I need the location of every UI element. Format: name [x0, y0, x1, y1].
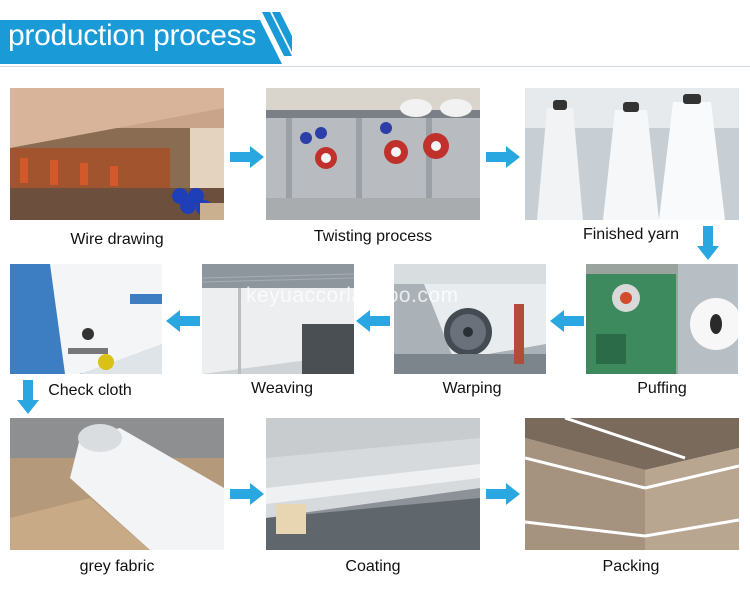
photo-finished-yarn [525, 88, 739, 220]
watermark: keyuaccorlasgoo.com [246, 284, 459, 307]
photo-warping [394, 264, 546, 374]
header-divider [0, 66, 750, 67]
arrow-down-icon [17, 380, 39, 414]
step-label-twisting-process: Twisting process [313, 228, 433, 245]
arrow-left-icon [356, 310, 390, 332]
arrow-right-icon [486, 146, 520, 168]
photo-packing [525, 418, 739, 550]
step-label-wire-drawing: Wire drawing [70, 231, 164, 248]
arrow-right-icon [486, 483, 520, 505]
photo-coating [266, 418, 480, 550]
step-label-puffing: Puffing [637, 380, 687, 397]
step-label-warping: Warping [442, 380, 502, 397]
photo-check-cloth [10, 264, 162, 374]
step-label-finished-yarn: Finished yarn [582, 226, 680, 243]
step-label-weaving: Weaving [251, 380, 313, 397]
arrow-left-icon [166, 310, 200, 332]
step-label-grey-fabric: grey fabric [79, 558, 155, 575]
arrow-down-icon [697, 226, 719, 260]
photo-weaving [202, 264, 354, 374]
step-label-check-cloth: Check cloth [48, 382, 132, 399]
photo-grey-fabric [10, 418, 224, 550]
page-title: production process [8, 19, 257, 52]
photo-wire-drawing [10, 88, 224, 220]
arrow-right-icon [230, 483, 264, 505]
step-label-coating: Coating [345, 558, 401, 575]
photo-twisting-process [266, 88, 480, 220]
photo-puffing [586, 264, 738, 374]
header-banner [0, 12, 300, 64]
arrow-right-icon [230, 146, 264, 168]
arrow-left-icon [550, 310, 584, 332]
step-label-packing: Packing [602, 558, 660, 575]
